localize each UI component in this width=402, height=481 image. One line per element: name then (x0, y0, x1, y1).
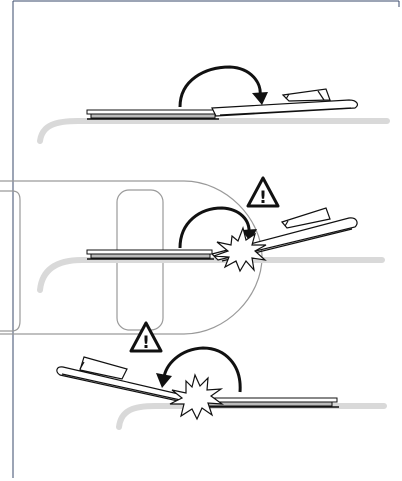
rails (37, 118, 390, 430)
board-left-2 (86, 249, 214, 260)
step-1 (86, 65, 359, 120)
rotation-arrow-icon (178, 206, 257, 249)
rail-2 (37, 257, 385, 293)
warning-glyph: ! (259, 188, 267, 208)
device-3 (56, 356, 201, 406)
board-right-3 (201, 397, 339, 408)
warning-triangle-icon: ! (246, 176, 280, 208)
warning-glyph: ! (142, 333, 150, 353)
step-2: ! (86, 176, 358, 273)
warning-triangle-icon: ! (129, 321, 163, 353)
rail-1 (37, 118, 390, 144)
collision-burst-icon (213, 226, 267, 273)
board-left-1 (86, 109, 219, 120)
step-3: ! (56, 321, 339, 421)
frame (12, 0, 400, 478)
rotation-arrow-icon (156, 346, 242, 393)
rotation-arrow-icon (178, 65, 268, 108)
collision-burst-icon (169, 373, 225, 421)
rail-3 (116, 403, 387, 430)
device-1 (211, 88, 359, 117)
